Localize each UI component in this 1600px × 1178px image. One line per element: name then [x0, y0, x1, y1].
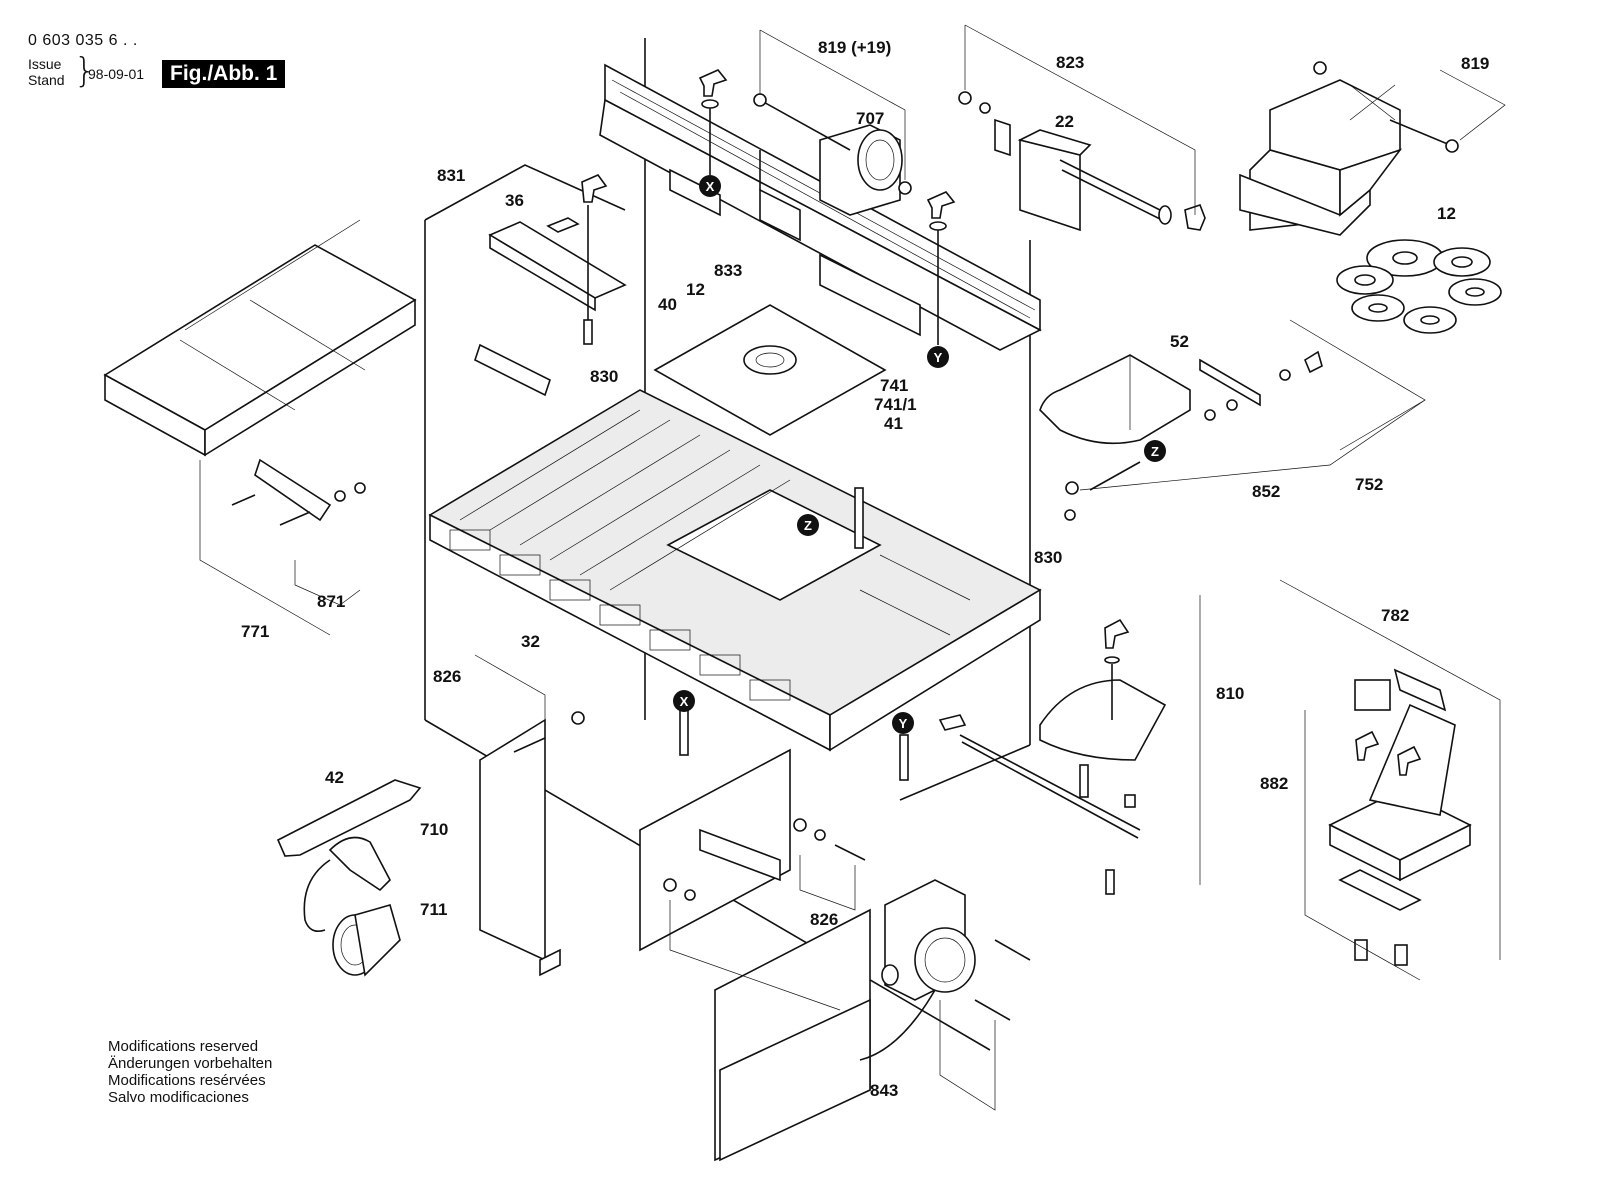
- part-label: 830: [590, 367, 618, 386]
- fence-831: [488, 174, 627, 345]
- miter-gauge: [938, 618, 1167, 895]
- issue-labels: Issue Stand: [28, 56, 65, 88]
- part-label: 32: [521, 632, 540, 651]
- part-label: 810: [1216, 684, 1244, 703]
- issue-date: 98-09-01: [88, 66, 145, 82]
- issue-label-en: Issue: [28, 56, 62, 72]
- part-label: 36: [505, 191, 524, 210]
- note-line: Änderungen vorbehalten: [108, 1055, 273, 1072]
- svg-text:Y: Y: [934, 350, 943, 365]
- stand-base: [479, 718, 871, 1162]
- issue-label-de: Stand: [28, 72, 65, 88]
- part-label: 826: [433, 667, 461, 686]
- part-label: 707: [856, 109, 884, 128]
- extension-table: [103, 219, 551, 522]
- router-table: [428, 389, 1042, 752]
- part-label: 710: [420, 820, 448, 839]
- part-label: 40: [658, 295, 677, 314]
- note-line: Salvo modificaciones: [108, 1089, 249, 1106]
- clamp-block: [958, 91, 1206, 232]
- ref-marker: X: [699, 175, 721, 197]
- part-label: 52: [1170, 332, 1189, 351]
- note-line: Modifications resérvées: [108, 1072, 266, 1089]
- part-label: 741: [880, 376, 908, 395]
- ref-marker: Z: [1144, 440, 1166, 462]
- part-label: 752: [1355, 475, 1383, 494]
- featherboard: [1328, 668, 1472, 966]
- bolts: [231, 482, 909, 901]
- part-labels: 819 (+19) 707 823 22 819 12 831 36 833 4…: [241, 38, 1489, 1100]
- switch-box: [859, 879, 1031, 1061]
- part-label: 833: [714, 261, 742, 280]
- ref-marker: Z: [797, 514, 819, 536]
- dust-hood: [1239, 61, 1459, 236]
- part-label: 782: [1381, 606, 1409, 625]
- modifications-note: Modifications reserved Änderungen vorbeh…: [108, 1038, 272, 1106]
- part-label: 843: [870, 1081, 898, 1100]
- table-ribs: [459, 409, 991, 636]
- part-label: 852: [1252, 482, 1280, 501]
- switch-parts: [276, 779, 422, 977]
- part-label: 823: [1056, 53, 1084, 72]
- part-label: 12: [1437, 204, 1456, 223]
- part-label: 12: [686, 280, 705, 299]
- leader-lines: [199, 24, 1506, 1111]
- svg-text:X: X: [680, 694, 689, 709]
- knob-icon: [926, 191, 956, 345]
- svg-text:X: X: [706, 179, 715, 194]
- catalog-number: 0 603 035 6 . .: [28, 32, 138, 49]
- table-cells: [449, 529, 791, 701]
- part-label: 711: [420, 900, 447, 919]
- insert-plate: [653, 304, 887, 436]
- part-label: 42: [325, 768, 344, 787]
- ref-marker: Y: [892, 712, 914, 734]
- reducer-rings: [1336, 239, 1502, 334]
- ref-marker: Y: [927, 346, 949, 368]
- svg-text:Y: Y: [899, 716, 908, 731]
- part-label: 831: [437, 166, 465, 185]
- note-line: Modifications reserved: [108, 1038, 259, 1055]
- svg-text:Z: Z: [1151, 444, 1159, 459]
- figure-label: Fig./Abb. 1: [162, 60, 286, 88]
- guard-52: [1039, 350, 1323, 521]
- part-label: 41: [884, 414, 903, 433]
- part-label: 830: [1034, 548, 1062, 567]
- brace-glyph: }: [74, 51, 96, 91]
- part-label: 871: [317, 592, 345, 611]
- part-label: 819: [1461, 54, 1489, 73]
- part-label: 819 (+19): [818, 38, 891, 57]
- svg-text:Z: Z: [804, 518, 812, 533]
- knob-icon: [698, 69, 728, 175]
- part-label: 22: [1055, 112, 1074, 131]
- fence-clamp: [753, 93, 912, 216]
- part-label: 771: [241, 622, 269, 641]
- part-label: 741/1: [874, 395, 917, 414]
- part-label: 882: [1260, 774, 1288, 793]
- ref-marker: X: [673, 690, 695, 712]
- part-label: 826: [810, 910, 838, 929]
